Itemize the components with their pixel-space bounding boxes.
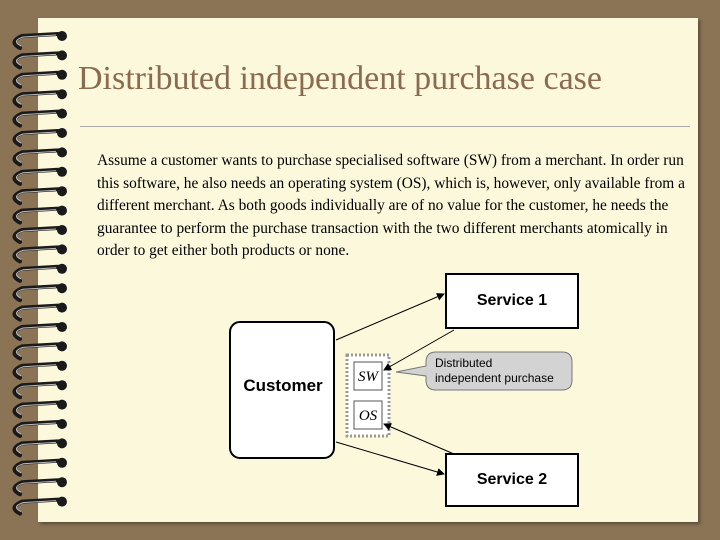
spiral-ring: [12, 302, 67, 322]
spiral-ring: [12, 205, 67, 225]
service2-label: Service 2: [477, 471, 547, 488]
arrow-service2-os: [383, 423, 455, 455]
spiral-ring: [12, 496, 67, 516]
customer-label: Customer: [243, 376, 323, 395]
spiral-ring: [12, 438, 67, 458]
spiral-ring: [12, 128, 67, 147]
arrow-customer-service2: [335, 441, 445, 476]
sw-label: SW: [358, 369, 380, 385]
service2-box: [445, 453, 579, 507]
sw-chip: [353, 361, 383, 391]
customer-box: [229, 321, 335, 459]
spiral-ring: [12, 322, 67, 341]
arrow-customer-service1: [335, 293, 445, 341]
spiral-ring: [12, 263, 67, 283]
spiral-ring: [12, 50, 67, 70]
spiral-ring: [12, 399, 67, 419]
title-divider: [80, 126, 690, 127]
spiral-ring: [12, 244, 67, 264]
slide-title: Distributed independent purchase case: [78, 60, 602, 97]
spiral-ring: [12, 186, 67, 206]
callout-bubble: [395, 351, 573, 391]
callout-line1: Distributed: [435, 356, 492, 370]
spiral-ring: [12, 457, 67, 477]
spiral-ring: [12, 419, 67, 438]
spiral-ring: [12, 477, 67, 497]
service1-box: [445, 273, 579, 329]
service1-label: Service 1: [477, 292, 547, 309]
callout-line2: independent purchase: [435, 371, 554, 385]
os-label: OS: [359, 408, 378, 424]
spiral-ring: [12, 31, 67, 50]
body-paragraph: Assume a customer wants to purchase spec…: [97, 152, 685, 259]
slide-page: [38, 18, 698, 522]
spiral-binding: [12, 31, 67, 516]
spiral-ring: [12, 380, 67, 400]
spiral-ring: [12, 147, 67, 167]
spiral-ring: [12, 89, 67, 109]
os-chip: [353, 400, 383, 430]
arrow-service1-sw: [383, 329, 455, 371]
spiral-ring: [12, 69, 67, 89]
spiral-ring: [12, 360, 67, 380]
spiral-ring: [12, 341, 67, 361]
spiral-ring: [12, 283, 67, 303]
spiral-ring: [12, 225, 67, 244]
spiral-ring: [12, 108, 67, 128]
spiral-ring: [12, 166, 67, 186]
